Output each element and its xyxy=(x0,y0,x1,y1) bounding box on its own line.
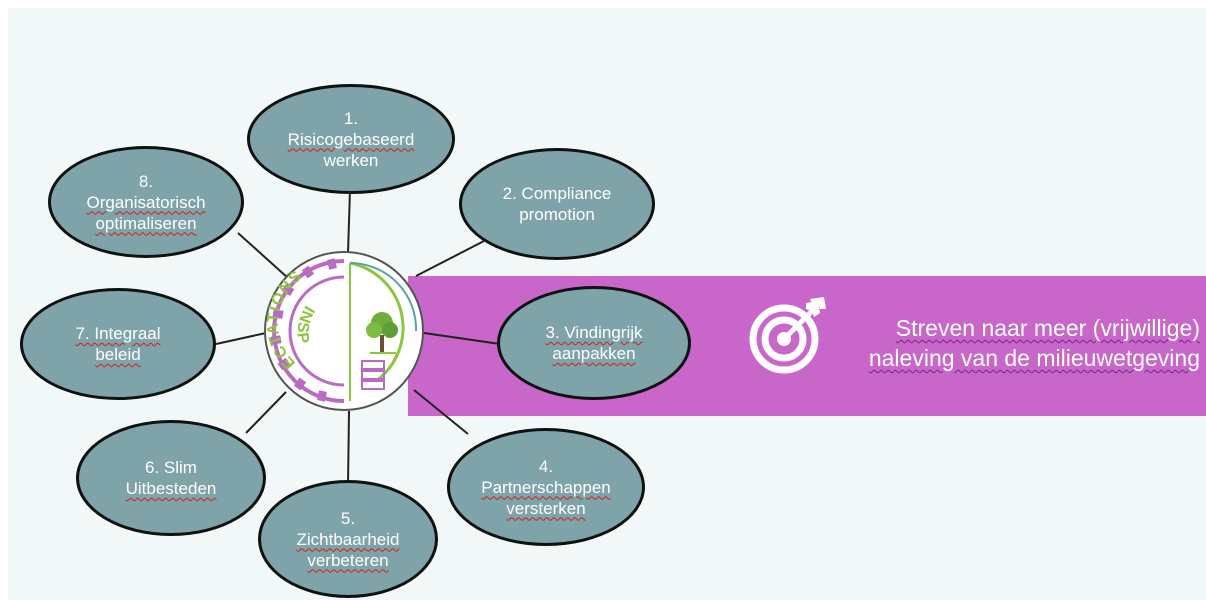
logo-text-side: INSP xyxy=(293,303,316,345)
goal-statement: Streven naar meer (vrijwillige) naleving… xyxy=(808,313,1200,373)
bubble-7-line-2: beleid xyxy=(95,345,141,364)
bubble-8-line-1: Organisatorisch xyxy=(86,192,206,212)
bubble-1-line-1: Risicogebaseerd xyxy=(287,129,415,149)
bubble-3: 3. Vindingrijk aanpakken xyxy=(497,286,691,400)
bubble-7: 7. Integraal beleid xyxy=(20,288,216,400)
connector-7 xyxy=(215,332,267,345)
bubble-2-line-1: 2. Compliance xyxy=(502,184,612,203)
svg-text:INSP: INSP xyxy=(293,303,317,345)
bubble-7-line-1: 7. Integraal xyxy=(75,324,161,343)
bubble-4-line-2: versterken xyxy=(506,498,586,518)
bubble-4-number: 4. xyxy=(538,456,554,476)
connector-5 xyxy=(347,410,350,487)
connector-2 xyxy=(415,240,485,277)
bubble-5-number: 5. xyxy=(340,508,356,528)
bubble-8: 8. Organisatorisch optimaliseren xyxy=(48,146,244,258)
connector-1 xyxy=(347,189,351,254)
bubble-5: 5. Zichtbaarheid verbeteren xyxy=(258,480,438,598)
bubble-5-line-1: Zichtbaarheid xyxy=(296,529,400,549)
bubble-2: 2. Compliance promotion xyxy=(459,148,655,260)
bubble-3-line-1: 3. Vindingrijk xyxy=(545,323,643,342)
connector-4 xyxy=(413,389,469,435)
bubble-8-line-2: optimaliseren xyxy=(95,213,197,233)
bubble-6-line-1: 6. Slim xyxy=(145,458,197,477)
bubble-1-number: 1. xyxy=(343,108,359,128)
diagram-canvas: 1. Risicogebaseerd werken 2. Compliance … xyxy=(8,8,1206,600)
bubble-8-number: 8. xyxy=(138,171,154,191)
inspectations-logo: ECTATIONS INSP xyxy=(264,251,424,411)
bubble-2-line-2: promotion xyxy=(519,205,595,224)
target-arrow-icon xyxy=(749,297,826,374)
bubble-1: 1. Risicogebaseerd werken xyxy=(247,84,455,194)
connector-lines xyxy=(215,189,501,487)
bubble-4: 4. Partnerschappen versterken xyxy=(447,428,645,546)
bubble-6-line-2: Uitbesteden xyxy=(125,479,217,498)
connector-8 xyxy=(237,232,289,279)
bubble-5-line-2: verbeteren xyxy=(307,550,389,570)
bubble-4-line-1: Partnerschappen xyxy=(481,477,611,497)
logo-graphic: ECTATIONS INSP xyxy=(265,258,418,403)
goal-line-1: Streven naar meer (vrijwillige) xyxy=(895,315,1200,341)
connector-3 xyxy=(423,332,501,345)
bubble-6: 6. Slim Uitbesteden xyxy=(76,420,266,536)
goal-line-2: naleving van de milieuwetgeving xyxy=(868,345,1200,371)
connector-6 xyxy=(245,391,287,434)
bubble-1-line-2: werken xyxy=(323,150,379,170)
bubble-3-line-2: aanpakken xyxy=(552,344,636,363)
